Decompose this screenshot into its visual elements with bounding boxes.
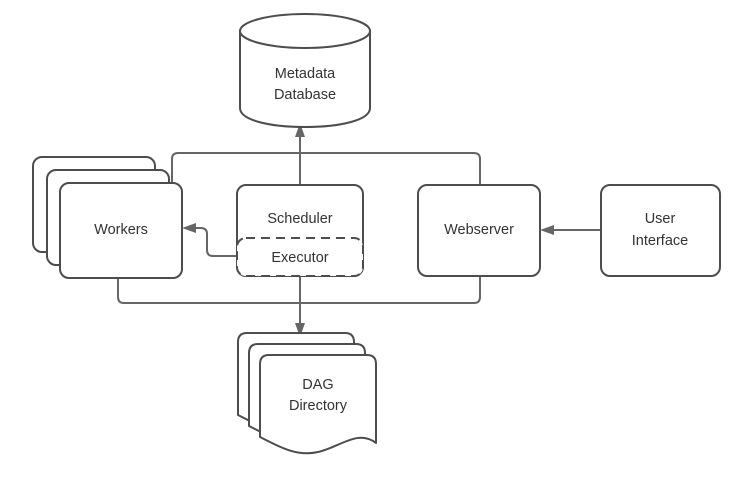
metadata-database-arrowhead bbox=[295, 123, 305, 137]
executor-to-workers-line bbox=[190, 227, 237, 257]
executor-to-workers-arrowhead bbox=[182, 223, 196, 233]
node-user-interface[interactable]: User Interface bbox=[600, 184, 721, 277]
metadata-database-label-line2: Database bbox=[274, 87, 336, 103]
node-executor[interactable]: Executor bbox=[236, 237, 364, 277]
user-interface-label-line2: Interface bbox=[632, 233, 688, 249]
dag-directory-arrowhead bbox=[295, 323, 305, 337]
scheduler-label: Scheduler bbox=[267, 211, 332, 227]
workers-label: Workers bbox=[94, 222, 148, 238]
webserver-label: Webserver bbox=[444, 222, 514, 238]
user-interface-box bbox=[600, 184, 721, 277]
executor-box bbox=[236, 237, 364, 277]
user-interface-to-webserver-arrowhead bbox=[540, 225, 554, 235]
user-interface-label-line1: User bbox=[645, 211, 676, 227]
dag-directory-label-line2: Directory bbox=[289, 398, 348, 414]
node-webserver[interactable]: Webserver bbox=[417, 184, 541, 277]
metadata-database-top bbox=[239, 13, 371, 49]
node-metadata-database[interactable]: Metadata Database bbox=[239, 13, 371, 128]
top-bus-connector bbox=[171, 152, 481, 191]
metadata-database-body bbox=[239, 30, 371, 128]
executor-label: Executor bbox=[271, 250, 328, 266]
node-workers[interactable]: Workers bbox=[32, 156, 183, 279]
node-dag-directory[interactable]: DAG Directory bbox=[237, 332, 377, 455]
metadata-database-label-line1: Metadata bbox=[275, 66, 336, 82]
dag-directory-doc-front bbox=[259, 354, 377, 455]
connector-layer bbox=[117, 123, 601, 337]
webserver-box bbox=[417, 184, 541, 277]
workers-stack-front bbox=[59, 182, 183, 279]
dag-directory-label-line1: DAG bbox=[302, 377, 333, 393]
